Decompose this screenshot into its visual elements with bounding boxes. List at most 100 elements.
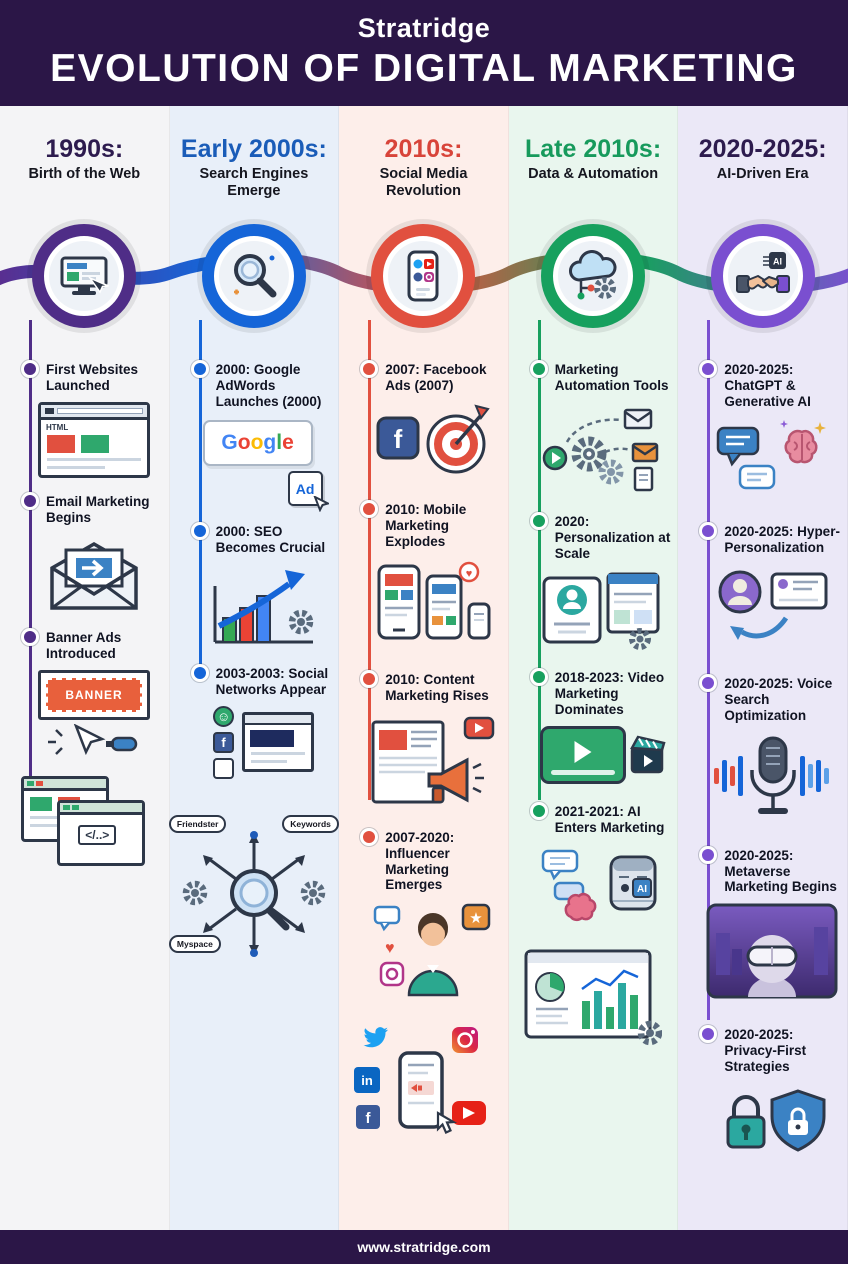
- svg-text:f: f: [366, 1110, 372, 1127]
- metaverse-vr-illustration: [706, 903, 838, 999]
- item-label: 2003-2003: Social Networks Appear: [215, 665, 329, 697]
- timeline-body: 1990s: Birth of the Web First: [0, 106, 848, 1230]
- social-icons-spread: in f: [354, 1027, 487, 1135]
- timeline-item: 2010: Mobile Marketing Explodes: [363, 502, 502, 650]
- automation-workflow-illustration: [542, 408, 659, 492]
- item-label: 2020-2025: ChatGPT & Generative AI: [724, 362, 811, 410]
- era-subtitle-early-2000s: Search Engines Emerge: [199, 166, 309, 199]
- era-title-early-2000s: Early 2000s:: [180, 135, 327, 163]
- era-title-late-2010s: Late 2010s:: [524, 135, 662, 163]
- item-label: Marketing Automation Tools: [554, 362, 669, 394]
- html-text: HTML: [46, 423, 69, 433]
- seo-growth-chart: [213, 569, 313, 644]
- magnifying-glass-icon: [233, 254, 277, 298]
- cloud-automation-icon: [569, 250, 617, 300]
- era-subtitle-2010s: Social Media Revolution: [379, 166, 468, 199]
- timeline-item: 2018-2023: Video Marketing Dominates: [532, 669, 672, 784]
- banner-text: BANNER: [46, 677, 142, 712]
- ai-robot-illustration: AI: [541, 850, 657, 922]
- timeline-item: 2021-2021: AI Enters Marketing: [532, 804, 672, 930]
- era-title-2010s: 2010s:: [384, 135, 463, 163]
- timeline-dot: [702, 1028, 715, 1041]
- svg-text:♥: ♥: [466, 568, 473, 580]
- browser-windows-illustration: </..>: [0, 775, 169, 868]
- website-illustration: HTML: [28, 402, 160, 479]
- svg-text:AI: AI: [773, 257, 782, 267]
- header: Stratridge EVOLUTION OF DIGITAL MARKETIN…: [0, 0, 848, 106]
- timeline-dot: [193, 363, 206, 376]
- hyper-personalization-illustration: [718, 570, 828, 640]
- clapperboard-icon: [629, 735, 666, 773]
- desktop-computer-icon: [60, 256, 110, 296]
- timeline-dot: [363, 672, 376, 685]
- timeline-item: 2020-2025: Voice Search Optimization: [702, 675, 841, 820]
- timeline-dot: [702, 848, 715, 861]
- timeline-item: 2000: SEO Becomes Crucial: [193, 524, 333, 650]
- network-tag-friendster: Friendster: [168, 814, 227, 833]
- content-marketing-illustration: [371, 716, 495, 804]
- personalization-illustration: [542, 572, 660, 650]
- social-media-phone-illustration: in f: [339, 1019, 508, 1141]
- era-title-1990s: 1990s:: [45, 135, 124, 163]
- dashboard-charts-icon: [524, 949, 663, 1046]
- timeline-dot: [363, 830, 376, 843]
- timeline-item: Email Marketing Begins: [24, 494, 163, 614]
- brand-logo: Stratridge: [357, 13, 491, 43]
- network-tag-myspace: Myspace: [168, 934, 221, 953]
- era-title-2020-2025: 2020-2025:: [698, 135, 827, 163]
- item-label: 2020: Personalization at Scale: [554, 514, 671, 561]
- google-adwords-illustration: Google Ad: [198, 418, 330, 513]
- ai-handshake-icon: AI: [735, 252, 790, 294]
- timeline-item: 2020-2025: Hyper-Personalization: [702, 524, 841, 648]
- timeline-dot: [702, 363, 715, 376]
- timeline-item: 2003-2003: Social Networks Appear ☺ f: [193, 665, 333, 779]
- svg-text:in: in: [362, 1073, 374, 1088]
- code-tag-text: </..>: [78, 824, 117, 845]
- timeline-dot: [24, 495, 36, 508]
- item-label: 2020-2025: Metaverse Marketing Begins: [724, 847, 837, 895]
- timeline-item: 2000: Google AdWords Launches (2000) Goo…: [193, 362, 333, 513]
- era-subtitle-1990s: Birth of the Web: [28, 166, 141, 183]
- privacy-lock-shield-illustration: [726, 1089, 826, 1152]
- page-title: EVOLUTION OF DIGITAL MARKETING: [50, 47, 798, 90]
- timeline-dot: [193, 666, 206, 679]
- influencer-illustration: ★ ♥: [373, 904, 491, 997]
- item-label: Email Marketing Begins: [46, 494, 150, 526]
- svg-text:♥: ♥: [385, 940, 395, 957]
- website-url: www.stratridge.com: [357, 1239, 491, 1255]
- smiley-icon: ☺: [213, 705, 235, 727]
- timeline-line-2010s: [368, 320, 372, 800]
- era-subtitle-late-2010s: Data & Automation: [528, 166, 659, 183]
- timeline-line-late-2010s: [537, 320, 541, 800]
- timeline-dot: [702, 525, 715, 538]
- timeline-item: 2020-2025: ChatGPT & Generative AI: [702, 362, 841, 496]
- network-grid-icon: [213, 757, 235, 779]
- timeline-node-early-2000s: [201, 224, 306, 329]
- item-label: Banner Ads Introduced: [46, 629, 122, 661]
- timeline-node-late-2010s: [541, 224, 646, 329]
- column-2010s: 2010s: Social Media Revolution: [339, 106, 509, 1230]
- ad-badge: Ad: [287, 471, 329, 513]
- timeline-node-2010s: [371, 224, 476, 329]
- timeline-dot: [532, 670, 545, 683]
- timeline-dot: [363, 503, 376, 516]
- svg-text:★: ★: [469, 910, 482, 927]
- item-label: 2000: Google AdWords Launches (2000): [215, 362, 322, 410]
- video-player-icon: [539, 725, 626, 784]
- timeline-dot: [24, 363, 36, 376]
- item-label: 2010: Mobile Marketing Explodes: [385, 502, 467, 549]
- item-label: 2020-2025: Privacy-First Strategies: [724, 1027, 807, 1075]
- footer: www.stratridge.com: [0, 1230, 848, 1264]
- item-label: 2020-2025: Voice Search Optimization: [724, 675, 833, 723]
- item-label: 2018-2023: Video Marketing Dominates: [554, 669, 665, 717]
- column-1990s: 1990s: Birth of the Web First: [0, 106, 170, 1230]
- timeline-item: First Websites Launched HTML: [24, 362, 163, 479]
- column-early-2000s: Early 2000s: Search Engines Emerge 2000:…: [168, 106, 340, 1230]
- video-player-illustration: [537, 725, 669, 784]
- browser-window-icon: [242, 712, 315, 773]
- item-label: First Websites Launched: [46, 362, 139, 394]
- timeline-item: 2007-2020: Influencer Marketing Emerges …: [363, 830, 502, 998]
- cursor-click-icon: [48, 723, 138, 755]
- timeline-dot: [532, 515, 545, 528]
